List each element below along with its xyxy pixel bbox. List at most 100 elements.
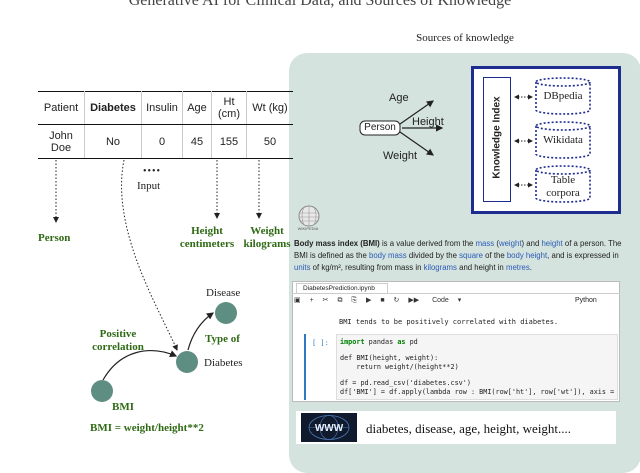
code-line: return weight/(height**2) [340,362,459,371]
weight-kilograms-label: Weight kilograms [243,225,291,250]
wiki-link[interactable]: height [541,239,563,248]
www-globe-icon: WWW [301,413,357,442]
wikidata-label: Wikidata [543,134,583,146]
markdown-cell[interactable]: BMI tends to be positively correlated wi… [339,318,559,326]
table-header-row: Patient Diabetes Insulin Age Ht (cm) Wt … [38,91,293,125]
wiki-link[interactable]: mass [475,239,495,248]
chevron-down-icon: ▾ [457,297,462,304]
header-wt: Wt (kg) [246,91,293,125]
diabetes-node-label: Diabetes [204,357,243,369]
save-icon[interactable]: ▣ [294,297,301,304]
paste-icon[interactable]: ⎘ [351,297,358,304]
table-corpora-label: Table corpora [546,174,580,199]
web-search-terms: diabetes, disease, age, height, weight..… [366,421,572,436]
restart-icon[interactable]: ↻ [393,297,400,304]
header-ht: Ht (cm) [211,91,247,125]
edge-person-age [399,100,434,125]
header-diabetes: Diabetes [84,91,142,125]
type-of-label: Type of [205,333,240,345]
cell-type-select[interactable]: Code ▾ [432,296,468,306]
wiki-title: Body mass index (BMI) [294,239,380,248]
arrow-diabetes-node [121,159,178,351]
table-row: John Doe No 0 45 155 50 [38,124,293,159]
wikipedia-snippet: Body mass index (BMI) is a value derived… [294,238,636,274]
wiki-text: of the [482,251,507,260]
top-caption: Generative AI for Clinical Data, and Sou… [128,0,512,9]
height-label: Height [412,116,444,128]
kernel-name: Python [575,297,597,304]
cell-diabetes: No [84,124,142,159]
patient-table: Patient Diabetes Insulin Age Ht (cm) Wt … [38,91,293,159]
copy-icon[interactable]: ⧉ [337,297,343,304]
run-all-icon[interactable]: ▶▶ [408,297,420,304]
wiki-text: ( [494,239,499,248]
bmi-formula: BMI = weight/height**2 [90,422,204,434]
wiki-text: is a value derived from the [379,239,476,248]
cell-age: 45 [182,124,212,159]
code-line: def BMI(height, weight): [340,354,439,363]
wiki-text: ) and [521,239,542,248]
node-bmi [91,380,113,402]
cell-patient: John Doe [38,124,85,159]
notebook-toolbar: ▣ + ✂ ⧉ ⎘ ▶ ■ ↻ ▶▶ Code ▾ [294,296,618,306]
positive-correlation-label: Positive correlation [92,328,144,353]
wiki-link[interactable]: metres [505,263,530,272]
stop-icon[interactable]: ■ [380,297,385,304]
notebook-tab[interactable]: DiabetesPrediction.ipynb [296,283,388,294]
edge-bmi-diabetes [102,350,178,381]
node-disease [215,302,237,324]
wiki-text: . [529,263,532,272]
age-label: Age [389,92,409,104]
cylinder-table-corpora [535,165,591,203]
knowledge-index-box [483,77,511,202]
wiki-link[interactable]: kilograms [423,263,457,272]
wiki-link[interactable]: body mass [368,251,407,260]
header-patient: Patient [38,91,85,125]
wiki-link[interactable]: square [459,251,483,260]
wiki-text: of a person. The BMI is defined as the [294,239,622,260]
panel-title: Sources of knowledge [416,32,514,44]
node-diabetes [176,351,198,373]
wiki-text: divided by the [406,251,460,260]
weight-label: Weight [383,150,418,162]
person-node-label: Person [364,122,396,133]
wiki-text: , and is expressed in [547,251,619,260]
cut-icon[interactable]: ✂ [322,297,329,304]
input-label: Input [137,180,161,192]
cylinder-dbpedia [535,77,591,115]
header-insulin: Insulin [141,91,183,125]
wiki-text: and height in [456,263,506,272]
code-line: df = pd.read_csv('diabetes.csv') [340,379,471,388]
wiki-text: of kg/m², resulting from mass in [310,263,424,272]
header-age: Age [182,91,212,125]
wiki-link[interactable]: body height [506,251,548,260]
active-cell-indicator [304,334,306,400]
add-cell-icon[interactable]: + [309,297,314,304]
dbpedia-label: DBpedia [543,90,583,102]
wiki-link[interactable]: weight [498,239,522,248]
height-centimeters-label: Height centimeters [179,225,235,250]
wikipedia-globe-icon [298,205,320,227]
wiki-link[interactable]: units [294,263,311,272]
www-icon-text: WWW [315,423,344,434]
cell-ht: 155 [211,124,247,159]
cylinder-wikidata [535,121,591,159]
cell-prompt: [ ]: [312,339,329,347]
person-label: Person [38,232,71,244]
bmi-label: BMI [112,401,134,413]
disease-label: Disease [206,287,241,299]
edge-person-weight [399,131,434,156]
notebook-tab-divider [292,293,620,294]
cell-wt: 50 [246,124,293,159]
person-box [359,120,401,136]
cell-insulin: 0 [141,124,183,159]
edge-diabetes-disease [187,312,214,351]
code-cell[interactable]: import pandas as pd def BMI(height, weigh… [336,334,618,400]
cell-type-value: Code [432,297,449,304]
code-line: df['BMI'] = df.apply(lambda row : BMI(ro… [340,387,618,396]
run-icon[interactable]: ▶ [365,297,372,304]
code-line: import pandas as pd [340,338,418,346]
wikipedia-caption: WIKIPEDIA [297,226,319,231]
